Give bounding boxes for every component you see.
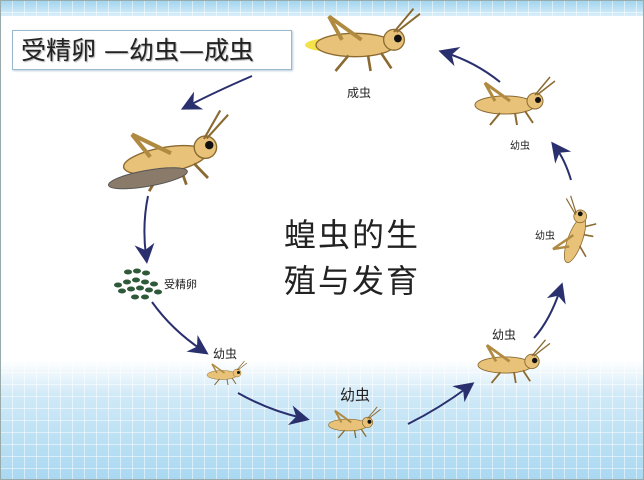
- label-nymph-1: 幼虫: [213, 347, 238, 361]
- label-nymph-5: 幼虫: [510, 141, 530, 152]
- arrow-eggs-to-nymph1: [151, 301, 209, 355]
- label-nymph-4: 幼虫: [535, 231, 555, 242]
- center-title-line-1: 蝗虫的生: [284, 216, 421, 254]
- label-eggs: 受精卵: [164, 278, 197, 291]
- arrow-nymph1-to-nymph2: [237, 392, 310, 425]
- locust-nymph-5-image: [473, 75, 557, 127]
- top-banner: [0, 0, 644, 16]
- center-title: 蝗虫的生 殖与发育: [284, 212, 420, 304]
- arrow-nymph4-to-nymph5: [551, 141, 572, 181]
- arrow-nymph5-to-adult: [438, 47, 501, 83]
- eggs-image: [114, 268, 162, 300]
- title-box: 受精卵 —幼虫—成虫: [12, 30, 292, 70]
- arrow-nymph3-to-nymph4: [533, 282, 566, 339]
- label-nymph-3: 幼虫: [492, 328, 517, 342]
- center-title-line-2: 殖与发育: [284, 262, 421, 300]
- arrow-nymph2-to-nymph3: [407, 382, 475, 425]
- label-nymph-2: 幼虫: [340, 386, 371, 404]
- mating-locusts-image: [107, 109, 239, 198]
- bottom-banner: [0, 360, 644, 480]
- adult-locust-image: [305, 6, 422, 73]
- arrow-adult-to-mating: [180, 75, 253, 110]
- label-adult: 成虫: [347, 86, 372, 100]
- arrow-mating-to-eggs: [134, 195, 155, 264]
